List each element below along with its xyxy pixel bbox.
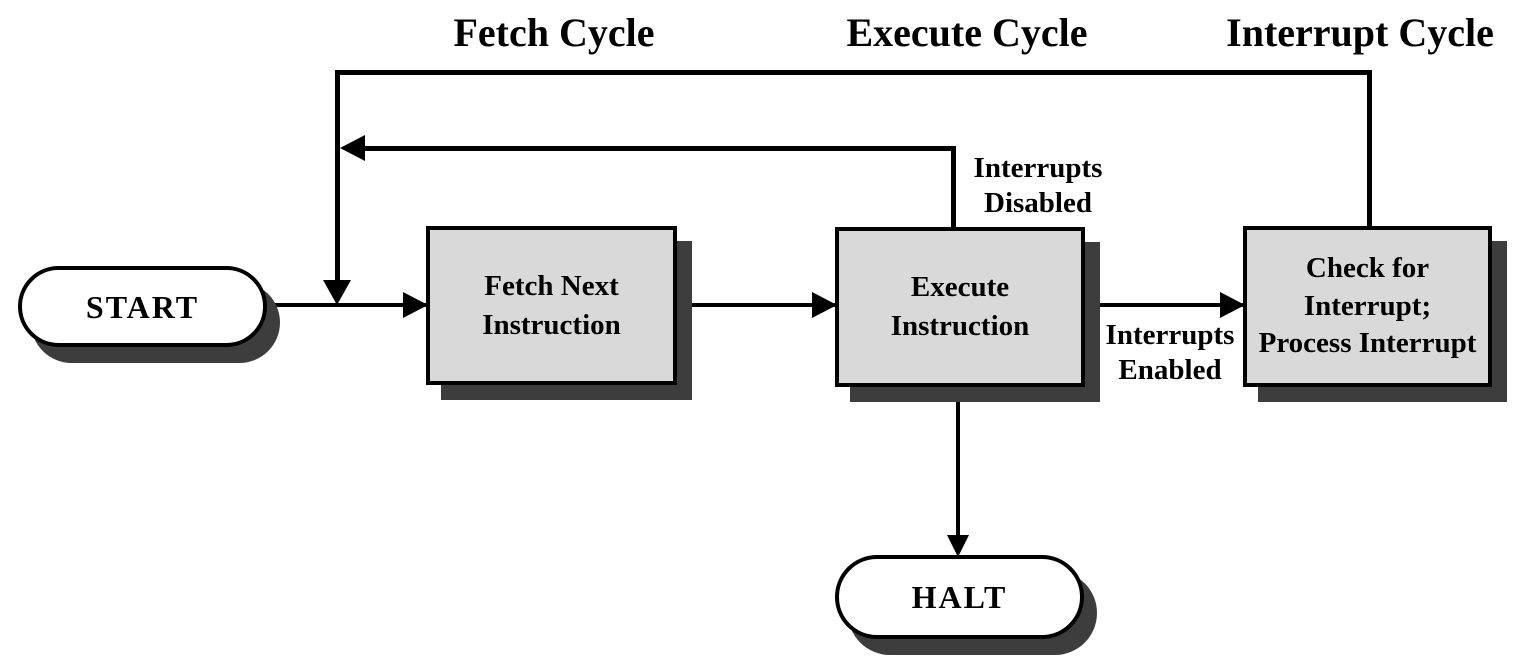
execute-box: Execute Instruction xyxy=(835,227,1085,387)
interrupt-return-line-right xyxy=(1367,70,1372,228)
interrupt-box-label-line1: Check for xyxy=(1305,251,1430,284)
execute-box-label-line2: Instruction xyxy=(890,310,1030,342)
start-to-fetch-arrowhead-icon xyxy=(403,292,428,318)
interrupts-disabled-label-line2: Disabled xyxy=(984,187,1092,220)
fetch-box: Fetch Next Instruction xyxy=(426,226,677,385)
execute-to-halt-line xyxy=(956,387,960,535)
start-terminal: START xyxy=(18,266,267,347)
halt-terminal-label: HALT xyxy=(911,579,1008,615)
execute-box-label-line1: Execute xyxy=(910,271,1010,304)
halt-terminal: HALT xyxy=(835,555,1084,639)
loop-merge-line-left xyxy=(335,70,340,282)
start-terminal-label: START xyxy=(85,288,200,325)
disabled-return-arrowhead-icon xyxy=(340,135,365,161)
interrupts-disabled-label-line1: Interrupts xyxy=(973,152,1103,184)
fetch-to-execute-arrowhead-icon xyxy=(812,292,837,318)
execute-to-interrupt-line xyxy=(1085,303,1245,307)
execute-cycle-title: Execute Cycle xyxy=(846,10,1088,55)
interrupts-enabled-label-line2: Enabled xyxy=(1118,354,1222,387)
interrupt-box: Check for Interrupt; Process Interrupt xyxy=(1243,226,1492,387)
execute-to-interrupt-arrowhead-icon xyxy=(1220,292,1245,318)
fetch-box-label-line1: Fetch Next xyxy=(484,269,619,302)
fetch-cycle-title: Fetch Cycle xyxy=(453,10,655,55)
fetch-box-label-line2: Instruction xyxy=(482,308,621,341)
disabled-return-line xyxy=(358,146,953,151)
interrupt-return-line-top xyxy=(335,70,1372,75)
start-to-fetch-line xyxy=(262,303,428,307)
interrupts-enabled-label-line1: Interrupts xyxy=(1105,319,1235,351)
loop-merge-arrowhead-icon xyxy=(323,280,351,305)
execute-to-halt-arrowhead-icon xyxy=(947,535,969,557)
interrupt-box-label-line2: Interrupt; xyxy=(1303,289,1432,322)
interrupt-cycle-title: Interrupt Cycle xyxy=(1226,10,1494,55)
fetch-to-execute-line xyxy=(677,303,837,307)
interrupts-enabled-label: Interrupts Enabled xyxy=(1106,318,1235,389)
disabled-return-line-vertical xyxy=(951,146,956,229)
interrupt-box-label-line3: Process Interrupt xyxy=(1258,327,1477,360)
interrupts-disabled-label: Interrupts Disabled xyxy=(974,151,1103,222)
